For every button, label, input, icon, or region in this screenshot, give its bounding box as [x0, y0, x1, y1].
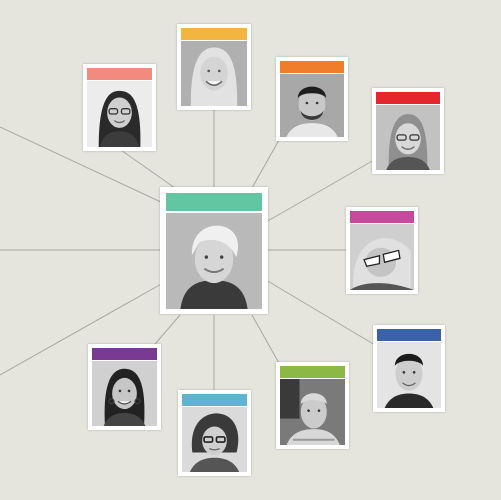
profile-card[interactable] [276, 57, 348, 141]
profile-photo [280, 379, 345, 445]
profile-card[interactable] [372, 88, 444, 174]
profile-card[interactable] [346, 207, 418, 294]
profile-photo [376, 105, 440, 170]
profile-photo [377, 342, 441, 408]
profile-color-bar [92, 348, 157, 360]
profile-card[interactable] [276, 362, 349, 449]
profile-color-bar [376, 92, 440, 104]
profile-photo [182, 407, 247, 472]
connection-line [251, 139, 280, 189]
profile-card[interactable] [88, 344, 161, 430]
profile-color-bar [377, 329, 441, 341]
profile-color-bar [166, 193, 262, 211]
profile-color-bar [87, 68, 152, 80]
profile-color-bar [280, 366, 345, 378]
connection-line [265, 159, 375, 223]
profile-color-bar [182, 394, 247, 406]
profile-card[interactable] [373, 325, 445, 412]
profile-photo [87, 81, 152, 147]
profile-photo [280, 74, 344, 137]
profile-color-bar [181, 28, 247, 40]
connection-line [117, 147, 176, 189]
connection-line [0, 282, 164, 376]
profile-photo [181, 41, 247, 106]
connection-line [265, 279, 376, 346]
profile-photo [350, 224, 414, 290]
profile-card[interactable] [177, 24, 251, 110]
profile-card[interactable] [83, 64, 156, 151]
profile-color-bar [280, 61, 344, 73]
connection-line [251, 314, 281, 366]
profile-card[interactable] [178, 390, 251, 476]
connection-line [0, 126, 164, 204]
profile-photo [92, 361, 157, 426]
profile-photo [166, 213, 262, 309]
profile-card-center[interactable] [160, 187, 268, 314]
profile-color-bar [350, 211, 414, 223]
